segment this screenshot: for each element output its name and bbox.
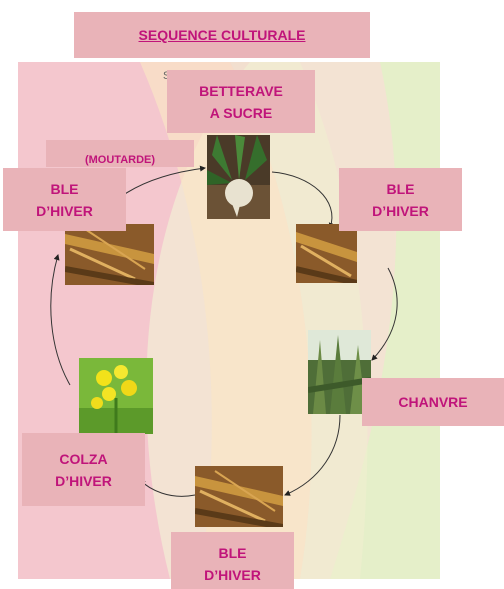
label-ble-bottom: BLE D’HIVER xyxy=(171,532,294,589)
label-ble-right: BLE D’HIVER xyxy=(339,168,462,231)
label-chanvre: CHANVRE xyxy=(362,378,504,426)
label-betterave: BETTERAVE A SUCRE xyxy=(167,70,315,133)
wheat-photo-left xyxy=(65,224,154,285)
rapeseed-photo xyxy=(79,358,153,434)
label-moutarde: (MOUTARDE) xyxy=(46,140,194,167)
hemp-photo xyxy=(308,330,371,414)
wheat-photo-bottom xyxy=(195,466,283,527)
wheat-photo-right xyxy=(296,224,357,283)
diagram-title: SEQUENCE CULTURALE xyxy=(74,12,370,58)
label-colza: COLZA D’HIVER xyxy=(22,433,145,506)
label-ble-left: BLE D’HIVER xyxy=(3,168,126,231)
sugar-beet-photo xyxy=(207,135,270,219)
stray-text: S xyxy=(163,70,170,82)
